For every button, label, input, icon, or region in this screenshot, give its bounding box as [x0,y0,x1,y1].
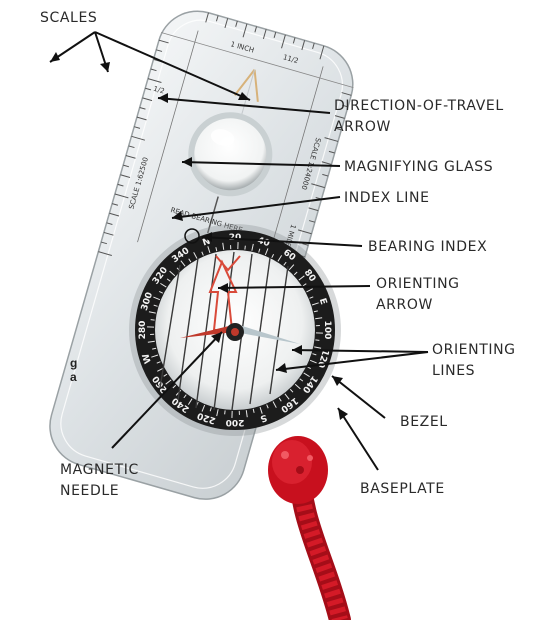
bezel-degree-label: 280 [138,321,148,340]
label-orienting-arrow-line1: ORIENTING [376,276,460,292]
lanyard-cord [268,436,340,620]
label-direction-of-travel-line1: DIRECTION-OF-TRAVEL [334,98,504,114]
leader-baseplate [338,408,378,470]
label-bezel: BEZEL [400,414,448,430]
label-scales: SCALES [40,10,97,26]
label-magnetic-needle-line2: NEEDLE [60,483,119,499]
side-text-fragment-1: g [70,356,77,370]
label-magnifying-glass: MAGNIFYING GLASS [344,159,493,175]
bezel-degree-label: 200 [226,417,245,427]
side-text-fragment-2: a [70,370,77,384]
label-direction-of-travel-line2: ARROW [334,119,391,135]
label-bearing-index: BEARING INDEX [368,239,487,255]
bezel-degree-label: 100 [322,321,332,340]
label-baseplate: BASEPLATE [360,481,445,497]
label-index-line: INDEX LINE [344,190,430,206]
label-orienting-arrow-line2: ARROW [376,297,433,313]
label-magnetic-needle-line1: MAGNETIC [60,462,139,478]
label-orienting-lines-line2: LINES [432,363,475,379]
label-orienting-lines-line1: ORIENTING [432,342,516,358]
